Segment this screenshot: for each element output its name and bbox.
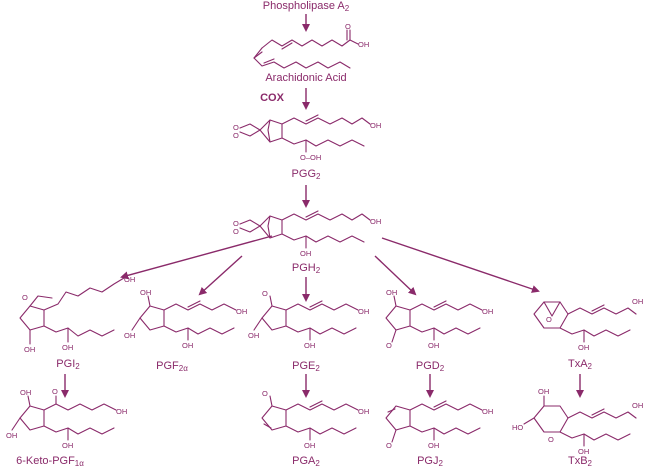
txb2-ho-text: HO xyxy=(512,423,523,432)
pge2-o-text: O xyxy=(262,289,268,298)
pge2-structure: O OH OH OH xyxy=(248,289,369,350)
pgi2-acid-oh-text: OH xyxy=(124,275,135,284)
pgg2-structure: O O O–OH OH xyxy=(233,114,381,162)
pgf2a-oh3-text: OH xyxy=(182,341,193,350)
keto-o-text: O xyxy=(52,387,58,396)
label-pgf2a: PGF2α xyxy=(156,360,188,373)
pgf2a-acid-oh-text: OH xyxy=(236,307,247,316)
pgj2-oh-text: OH xyxy=(428,441,439,450)
pga2-oh-text: OH xyxy=(304,441,315,450)
keto-acid-oh-text: OH xyxy=(116,407,127,416)
pgd2-structure: OH O OH OH xyxy=(385,288,493,350)
pgj2-structure: O OH OH xyxy=(385,400,493,450)
pgg2-ooh-text: O–OH xyxy=(300,153,321,162)
label-pgh2: PGH2 xyxy=(291,262,321,275)
pgg2-o1-text: O xyxy=(233,123,239,132)
aa-o-text: O xyxy=(345,22,351,31)
txb2-acid-oh-text: OH xyxy=(632,401,643,410)
txa2-o-text: O xyxy=(546,315,552,324)
pga2-acid-oh-text: OH xyxy=(358,407,369,416)
pgg2-o2-text: O xyxy=(233,131,239,140)
pgd2-oh2-text: OH xyxy=(428,341,439,350)
pgh2-o2-text: O xyxy=(233,227,239,236)
arrow-pgh2-to-txa2 xyxy=(381,237,540,293)
pgf2a-structure: OH OH OH OH xyxy=(124,288,247,350)
pgh2-oh-text: OH xyxy=(300,249,311,258)
txa2-structure: O OH OH xyxy=(533,297,643,352)
pge2-oh2-text: OH xyxy=(304,341,315,350)
pgi2-o-text: O xyxy=(22,293,28,302)
keto-oh1-text: OH xyxy=(20,388,31,397)
pgj2-acid-oh-text: OH xyxy=(482,407,493,416)
pgh2-structure: O O OH OH xyxy=(233,210,381,258)
label-pge2: PGE2 xyxy=(292,360,320,373)
label-pgg2: PGG2 xyxy=(291,168,321,181)
txb2-structure: OH HO O OH OH xyxy=(512,387,643,456)
pgg2-oh-text: OH xyxy=(370,121,381,130)
txb2-oh2-text: OH xyxy=(578,447,589,456)
label-arachidonic-acid: Arachidonic Acid xyxy=(265,72,347,84)
label-phospholipase-a2: Phospholipase A2 xyxy=(262,0,350,13)
pgj2-o-text: O xyxy=(386,441,392,450)
pge2-oh1-text: OH xyxy=(248,331,259,340)
txa2-acid-oh-text: OH xyxy=(632,297,643,306)
pgf2a-oh2-text: OH xyxy=(124,331,135,340)
pgi2-oh1-text: OH xyxy=(24,345,35,354)
pgd2-acid-oh-text: OH xyxy=(482,307,493,316)
label-txa2: TxA2 xyxy=(567,358,593,371)
pgi2-oh2-text: OH xyxy=(62,343,73,352)
label-txb2: TxB2 xyxy=(567,455,593,468)
label-pga2: PGA2 xyxy=(292,455,320,468)
arrow-pgh2-to-pgf2a xyxy=(198,255,243,296)
pge2-acid-oh-text: OH xyxy=(358,307,369,316)
pgi2-structure: O OH OH OH xyxy=(19,275,135,354)
label-cox: COX xyxy=(260,92,284,104)
label-pgi2: PGI2 xyxy=(56,358,80,371)
keto-oh3-text: OH xyxy=(62,441,73,450)
aa-oh-text: OH xyxy=(358,40,369,49)
arrow-pgh2-to-pgd2 xyxy=(374,255,417,296)
keto-pgf1a-structure: O OH OH OH OH xyxy=(6,387,127,450)
pgd2-oh1-text: OH xyxy=(386,288,397,297)
txa2-oh-text: OH xyxy=(578,343,589,352)
pga2-structure: O OH OH xyxy=(261,389,369,450)
pgh2-acid-oh-text: OH xyxy=(370,217,381,226)
pgd2-o-text: O xyxy=(386,341,392,350)
keto-oh2-text: OH xyxy=(6,431,17,440)
txb2-oh1-text: OH xyxy=(538,387,549,396)
arachidonic-acid-structure: OH O xyxy=(253,22,369,69)
label-6-keto-pgf1a: 6-Keto-PGF1α xyxy=(16,455,84,468)
label-pgd2: PGD2 xyxy=(415,360,445,373)
label-pgj2: PGJ2 xyxy=(417,455,443,468)
pgf2a-oh1-text: OH xyxy=(140,288,151,297)
pgh2-o1-text: O xyxy=(233,219,239,228)
arrows xyxy=(61,14,584,398)
pga2-o-text: O xyxy=(262,389,268,398)
arrow-pgh2-to-pgi2 xyxy=(120,235,273,280)
txb2-o-text: O xyxy=(548,435,554,444)
